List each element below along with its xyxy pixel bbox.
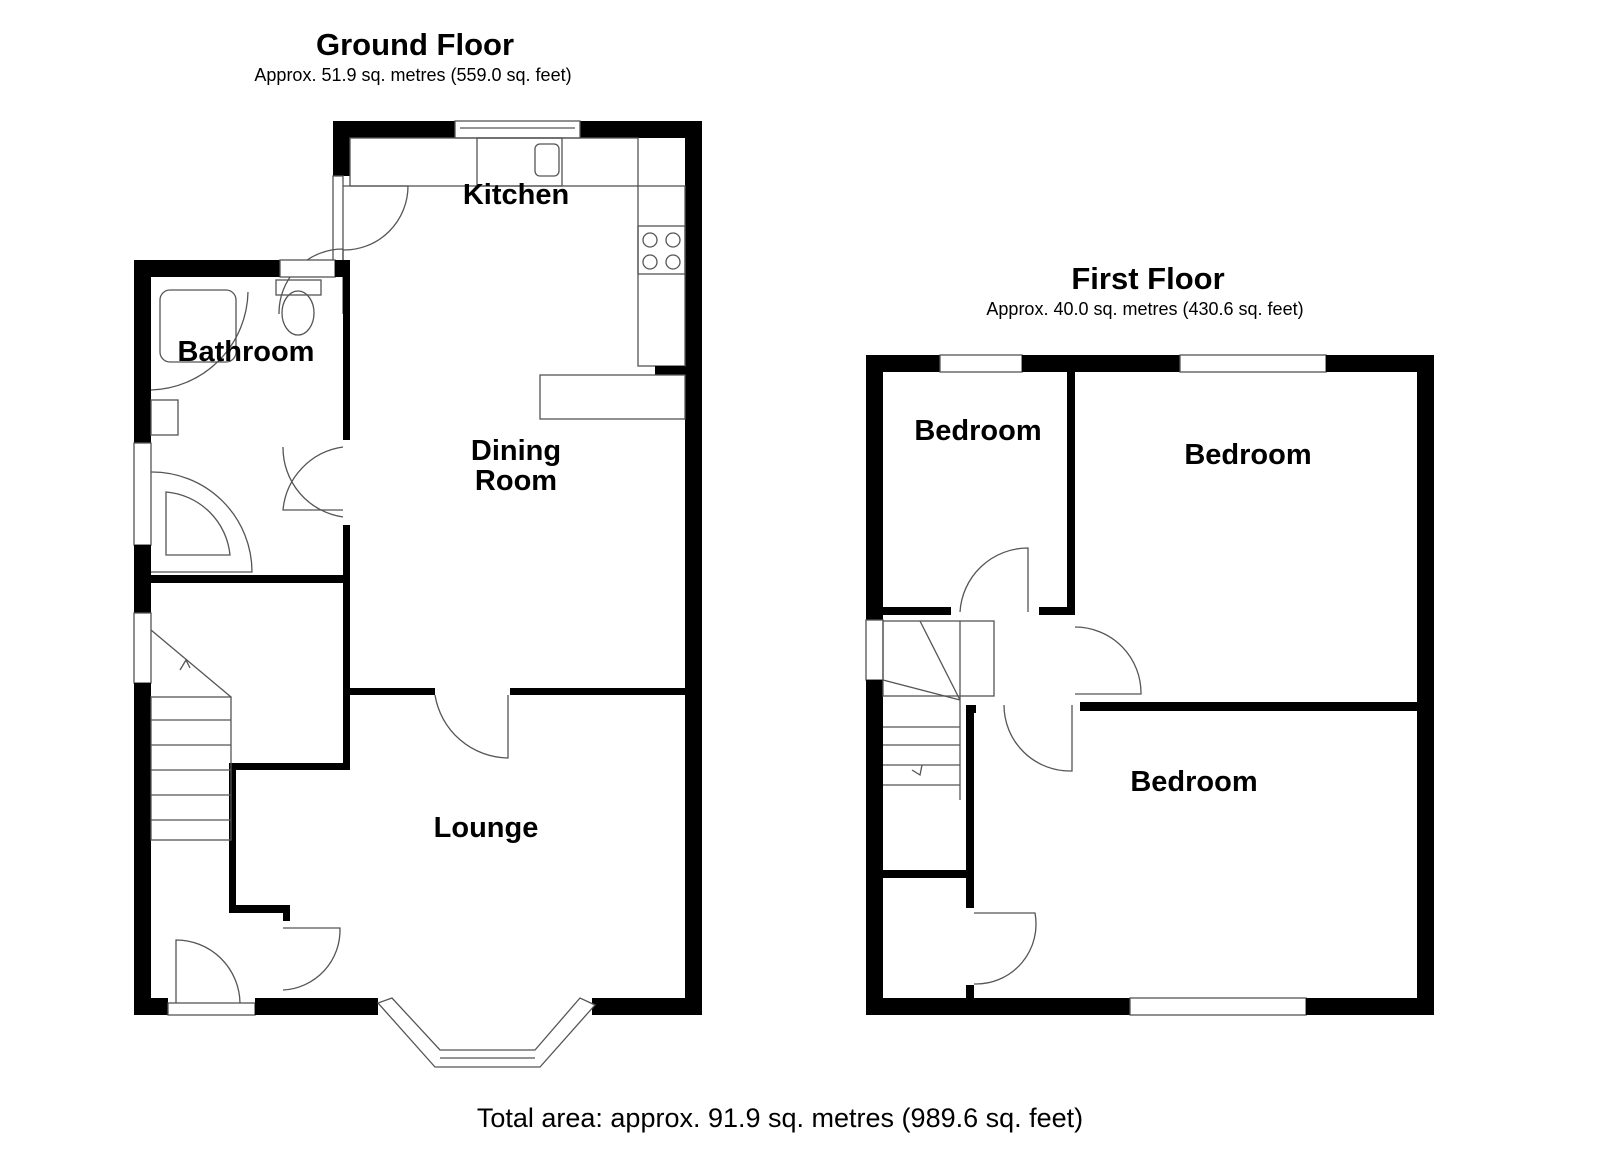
ground-floor-title: Ground Floor — [315, 27, 515, 62]
bathroom-side-window — [133, 442, 152, 546]
hob-icon — [637, 225, 686, 275]
breakfast-bar — [539, 374, 686, 420]
landing-window — [865, 619, 884, 681]
first-floor-plan — [865, 354, 1434, 1016]
hall-window — [133, 612, 152, 684]
bay-window — [376, 997, 597, 1068]
back-door-frame — [332, 175, 344, 267]
room-label-bedroom: Bedroom — [1184, 439, 1312, 471]
room-label-kitchen: Kitchen — [462, 179, 570, 211]
sink-icon — [476, 137, 563, 187]
bathroom-window — [279, 259, 336, 278]
bath-icon — [150, 471, 253, 573]
shower-icon — [159, 289, 237, 363]
staircase-icon — [150, 629, 232, 841]
ground-floor-plan — [133, 120, 702, 1068]
first-floor-area: Approx. 40.0 sq. metres (430.6 sq. feet) — [986, 299, 1304, 319]
toilet-icon — [281, 290, 315, 336]
bedroom-window — [1179, 354, 1327, 373]
ground-floor-area: Approx. 51.9 sq. metres (559.0 sq. feet) — [254, 65, 572, 85]
front-door-frame — [167, 1002, 256, 1016]
room-label-bathroom: Bathroom — [177, 336, 315, 368]
room-label-dining-room: Dining Room — [470, 435, 562, 497]
basin-icon — [150, 399, 179, 436]
room-label-bedroom: Bedroom — [1130, 766, 1258, 798]
bedroom-window — [1129, 997, 1307, 1016]
bedroom-window — [939, 354, 1023, 373]
room-label-lounge: Lounge — [433, 812, 539, 844]
first-floor-title: First Floor — [1071, 261, 1225, 296]
staircase-icon — [882, 620, 995, 800]
total-area: Total area: approx. 91.9 sq. metres (989… — [476, 1103, 1084, 1133]
kitchen-window — [454, 120, 581, 139]
room-label-bedroom: Bedroom — [914, 415, 1042, 447]
